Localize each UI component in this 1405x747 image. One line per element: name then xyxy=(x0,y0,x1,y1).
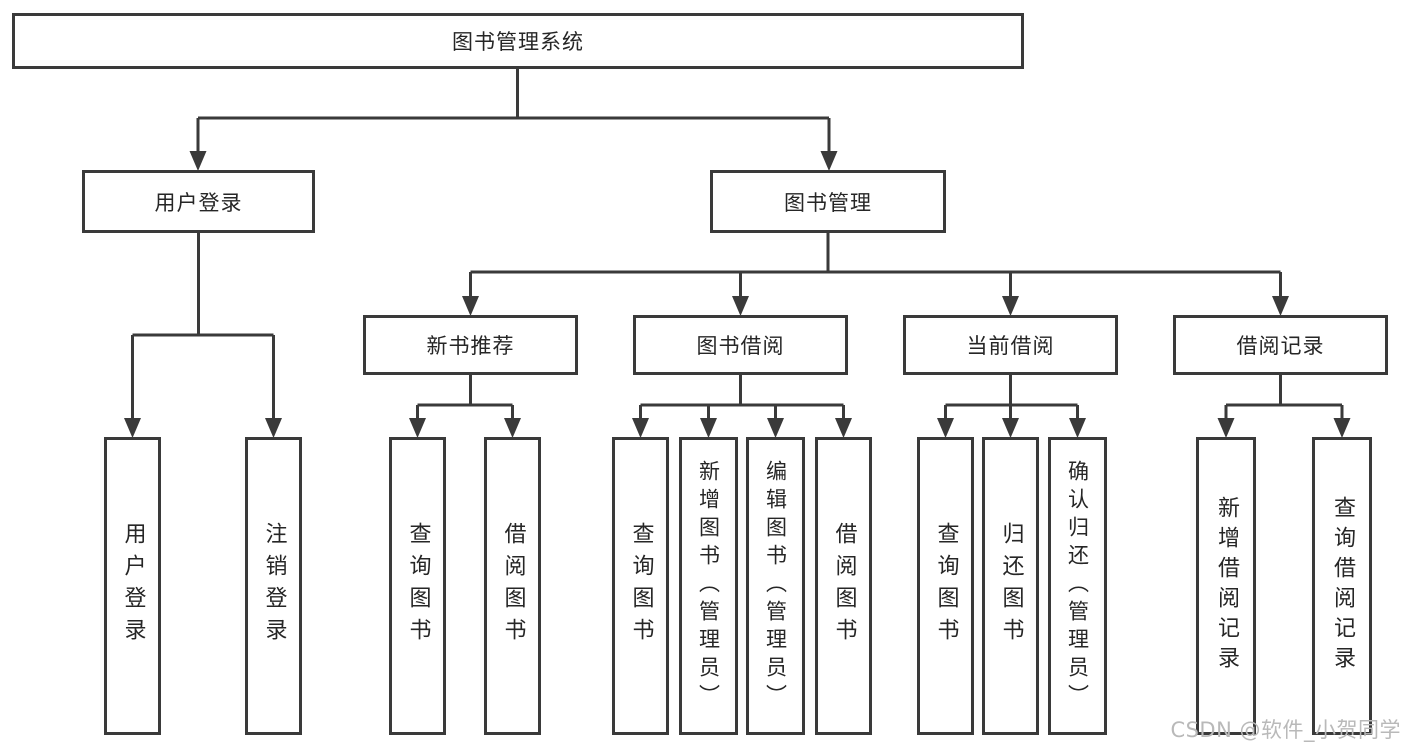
leaf-user-login: 用户登录 xyxy=(104,437,161,735)
leaf-edit-book-admin: 编辑图书（管理员） xyxy=(746,437,805,735)
leaf-query-books-current: 查询图书 xyxy=(917,437,974,735)
leaf-add-book-admin: 新增图书（管理员） xyxy=(679,437,738,735)
watermark: CSDN @软件_小贺同学 xyxy=(1170,718,1401,742)
leaf-query-borrow-record: 查询借阅记录 xyxy=(1312,437,1372,735)
node-book-borrowing: 图书借阅 xyxy=(633,315,848,375)
node-user-login: 用户登录 xyxy=(82,170,315,233)
leaf-borrow-books-borrowing: 借阅图书 xyxy=(815,437,872,735)
leaf-confirm-return-admin: 确认归还（管理员） xyxy=(1048,437,1107,735)
node-root-system: 图书管理系统 xyxy=(12,13,1024,69)
leaf-logout: 注销登录 xyxy=(245,437,302,735)
connector-lines xyxy=(131,69,1344,421)
leaf-query-books-recommend: 查询图书 xyxy=(389,437,446,735)
leaf-borrow-books-recommend: 借阅图书 xyxy=(484,437,541,735)
node-current-borrowing: 当前借阅 xyxy=(903,315,1118,375)
node-new-book-recommend: 新书推荐 xyxy=(363,315,578,375)
leaf-return-books: 归还图书 xyxy=(982,437,1039,735)
node-borrowing-records: 借阅记录 xyxy=(1173,315,1388,375)
node-book-management: 图书管理 xyxy=(710,170,946,233)
leaf-add-borrow-record: 新增借阅记录 xyxy=(1196,437,1256,735)
leaf-query-books-borrowing: 查询图书 xyxy=(612,437,669,735)
